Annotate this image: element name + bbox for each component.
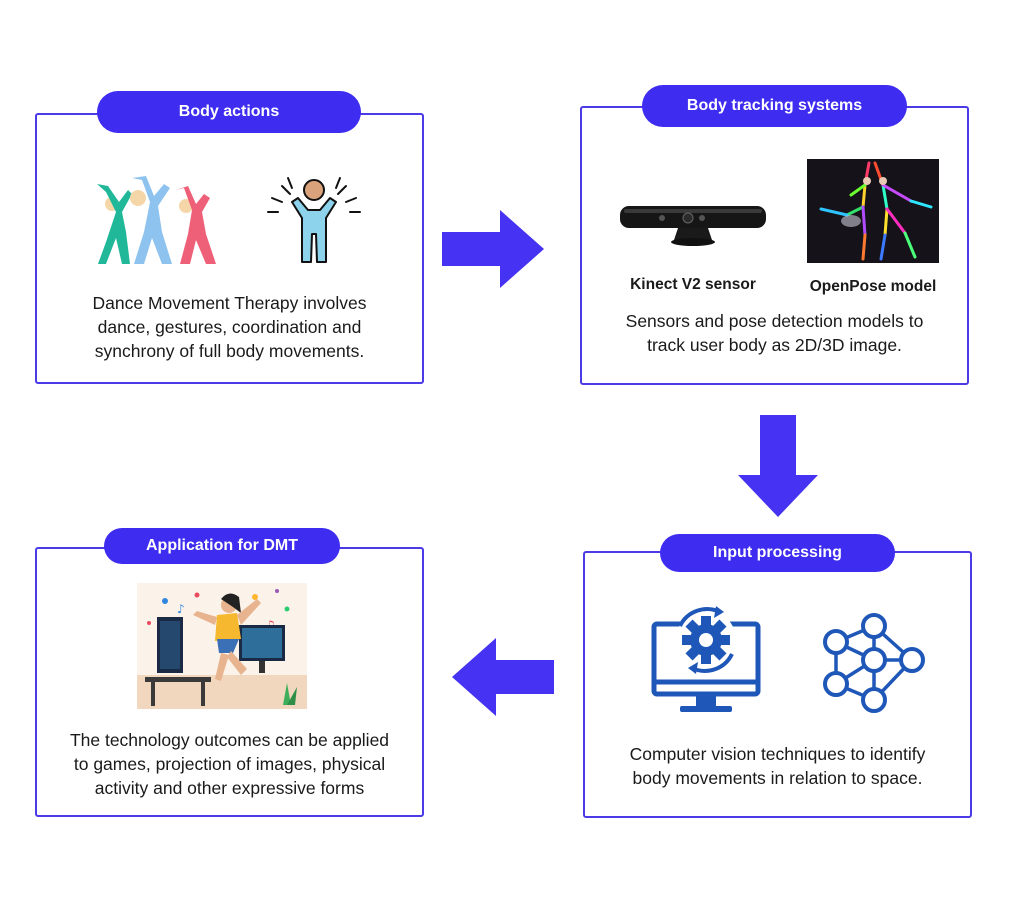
tracking-line-2: track user body as 2D/3D image. <box>647 335 902 355</box>
body-actions-line-2: dance, gestures, coordination and <box>97 317 362 337</box>
processing-title: Input processing <box>660 534 895 572</box>
body-actions-title: Body actions <box>97 91 361 133</box>
dancers-icon <box>92 172 224 268</box>
processing-description: Computer vision techniques to identify b… <box>585 742 970 790</box>
application-line-1: The technology outcomes can be applied <box>69 730 390 750</box>
body-actions-line-1: Dance Movement Therapy involves <box>92 293 367 313</box>
arrow-right-icon <box>442 210 544 288</box>
openpose-image <box>807 159 939 263</box>
application-line-2: to games, projection of images, physical <box>73 754 386 774</box>
arrow-down-icon <box>738 415 818 517</box>
processing-box <box>583 551 972 818</box>
processing-line-1: Computer vision techniques to identify <box>629 744 926 764</box>
body-actions-box <box>35 113 424 384</box>
tracking-description: Sensors and pose detection models to tra… <box>582 309 967 357</box>
kinect-label: Kinect V2 sensor <box>630 276 756 293</box>
tracking-line-1: Sensors and pose detection models to <box>625 311 924 331</box>
kinect-sensor-image <box>618 200 768 248</box>
monitor-gear-icon <box>650 600 762 716</box>
body-actions-line-3: synchrony of full body movements. <box>94 341 365 361</box>
processing-line-2: body movements in relation to space. <box>632 768 923 788</box>
svg-text:♪: ♪ <box>177 602 185 616</box>
application-description: The technology outcomes can be applied t… <box>37 728 422 800</box>
application-title: Application for DMT <box>104 528 340 564</box>
tracking-title: Body tracking systems <box>642 85 907 127</box>
dancing-at-computer-illustration: ♪ ♫ <box>137 583 307 709</box>
arrow-left-icon <box>452 638 554 716</box>
excited-person-icon <box>262 174 366 268</box>
body-actions-description: Dance Movement Therapy involves dance, g… <box>37 291 422 363</box>
application-line-3: activity and other expressive forms <box>94 778 365 798</box>
openpose-label: OpenPose model <box>809 278 937 295</box>
neural-network-icon <box>822 612 926 716</box>
